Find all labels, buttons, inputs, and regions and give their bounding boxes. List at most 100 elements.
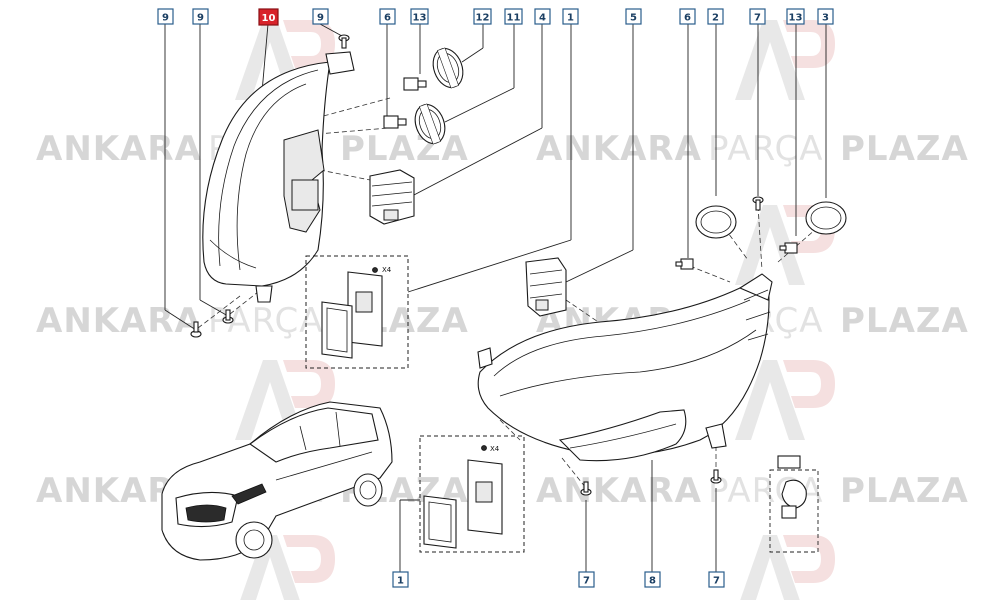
ballast-module (369, 169, 415, 225)
control-module-gasket (321, 301, 353, 359)
dashed-line (561, 457, 587, 489)
callout-13: 13 (410, 8, 429, 25)
bulb-socket-icon (675, 258, 694, 270)
callout-4: 4 (534, 8, 551, 25)
headlight-lens (477, 279, 770, 456)
callout-3: 3 (817, 8, 834, 25)
car-grille (185, 504, 227, 523)
dashed-line (319, 169, 371, 181)
callout-9: 9 (312, 8, 329, 25)
svg-text:6: 6 (384, 13, 391, 24)
svg-text:10: 10 (262, 13, 276, 24)
bulb-icon (781, 479, 807, 519)
leader-line (261, 23, 269, 93)
watermark-brand-bold2: PLAZA (840, 301, 969, 341)
control-module-gasket (423, 495, 457, 549)
car-windows (249, 407, 379, 463)
svg-text:9: 9 (197, 13, 204, 24)
watermark-logo-ap (735, 360, 835, 440)
callout-7: 7 (749, 8, 766, 25)
bulb-socket-icon (779, 242, 798, 254)
dashed-line (197, 295, 241, 329)
bulb-socket-icon (403, 77, 427, 91)
dust-cap-icon (695, 205, 737, 239)
svg-text:6: 6 (684, 13, 691, 24)
svg-text:4: 4 (539, 13, 546, 24)
quantity-label: X4 (382, 266, 392, 274)
dashed-line (315, 97, 391, 119)
leader-line (444, 87, 515, 123)
svg-text:8: 8 (649, 576, 656, 587)
leader-line (411, 127, 543, 197)
leader-line (407, 239, 572, 293)
screw-icon (190, 321, 202, 338)
callout-2: 2 (707, 8, 724, 25)
callout-13: 13 (786, 8, 805, 25)
callout-6: 6 (379, 8, 396, 25)
headlight-lens-edge (499, 329, 757, 397)
svg-text:3: 3 (822, 13, 829, 24)
watermark-brand-bold: ANKARA (36, 301, 202, 341)
control-module-connector (475, 481, 493, 503)
headlight-mount-bracket (325, 51, 355, 75)
leader-line (461, 47, 484, 63)
leader-line (319, 23, 343, 37)
svg-text:1: 1 (567, 13, 574, 24)
watermark-brand-bold2: PLAZA (340, 129, 469, 169)
quantity-label: X4 (490, 445, 500, 453)
headlight-lens-edge (218, 69, 319, 267)
watermark-logo-ap (740, 535, 835, 600)
screw-icon (580, 481, 592, 496)
bulb-tag (777, 455, 801, 469)
watermark-logo-ap (735, 20, 835, 100)
callout-6: 6 (679, 8, 696, 25)
watermark-brand-bold2: PLAZA (840, 129, 969, 169)
watermark-brand-bold: ANKARA (536, 129, 702, 169)
assembly-dashed-lines (197, 97, 825, 489)
svg-text:13: 13 (789, 13, 803, 24)
leader-line (164, 309, 197, 331)
car-illustration (161, 401, 393, 561)
dust-cap-icon (805, 201, 847, 235)
watermark-brand-bold2: PLAZA (840, 471, 969, 511)
headlight-rear-socket (291, 179, 319, 211)
svg-text:7: 7 (713, 576, 720, 587)
watermark-brand-light: PARÇA (708, 129, 824, 169)
dashed-line (689, 265, 731, 283)
control-module-kit-box: X4 (419, 435, 525, 553)
headlight-lens-edge (236, 83, 307, 271)
headlight-unit-rear-view (202, 51, 355, 303)
callout-11: 11 (504, 8, 523, 25)
screw-icon (222, 309, 234, 324)
dust-cap-icon (432, 47, 464, 89)
svg-text:13: 13 (413, 13, 427, 24)
svg-text:9: 9 (317, 13, 324, 24)
svg-text:9: 9 (162, 13, 169, 24)
svg-text:5: 5 (630, 13, 637, 24)
watermark-logo-ap (240, 535, 335, 600)
leader-lines (164, 23, 827, 572)
bulb-socket-icon (383, 115, 407, 129)
callout-8: 8 (644, 571, 661, 588)
callout-12: 12 (473, 8, 492, 25)
callout-7: 7 (708, 571, 725, 588)
car-wheel-rear (353, 473, 383, 507)
watermark-brand-bold: ANKARA (36, 129, 202, 169)
callout-9: 9 (192, 8, 209, 25)
screw-icon (752, 196, 764, 211)
svg-text:2: 2 (712, 13, 719, 24)
callout-1: 1 (562, 8, 579, 25)
bulb-kit-box (769, 455, 819, 553)
leader-line (565, 249, 634, 283)
leader-line (199, 299, 229, 317)
screw-icon (372, 267, 378, 273)
headlight-bottom-socket (705, 423, 727, 449)
svg-text:11: 11 (507, 13, 521, 24)
svg-text:7: 7 (583, 576, 590, 587)
headlight-unit-front-view (477, 273, 773, 462)
dashed-line (317, 127, 389, 135)
watermark-text: ANKARA PARÇA PLAZA ANKARA PARÇA PLAZA AN… (36, 129, 969, 511)
callout-10-highlighted: 10 (258, 8, 279, 26)
